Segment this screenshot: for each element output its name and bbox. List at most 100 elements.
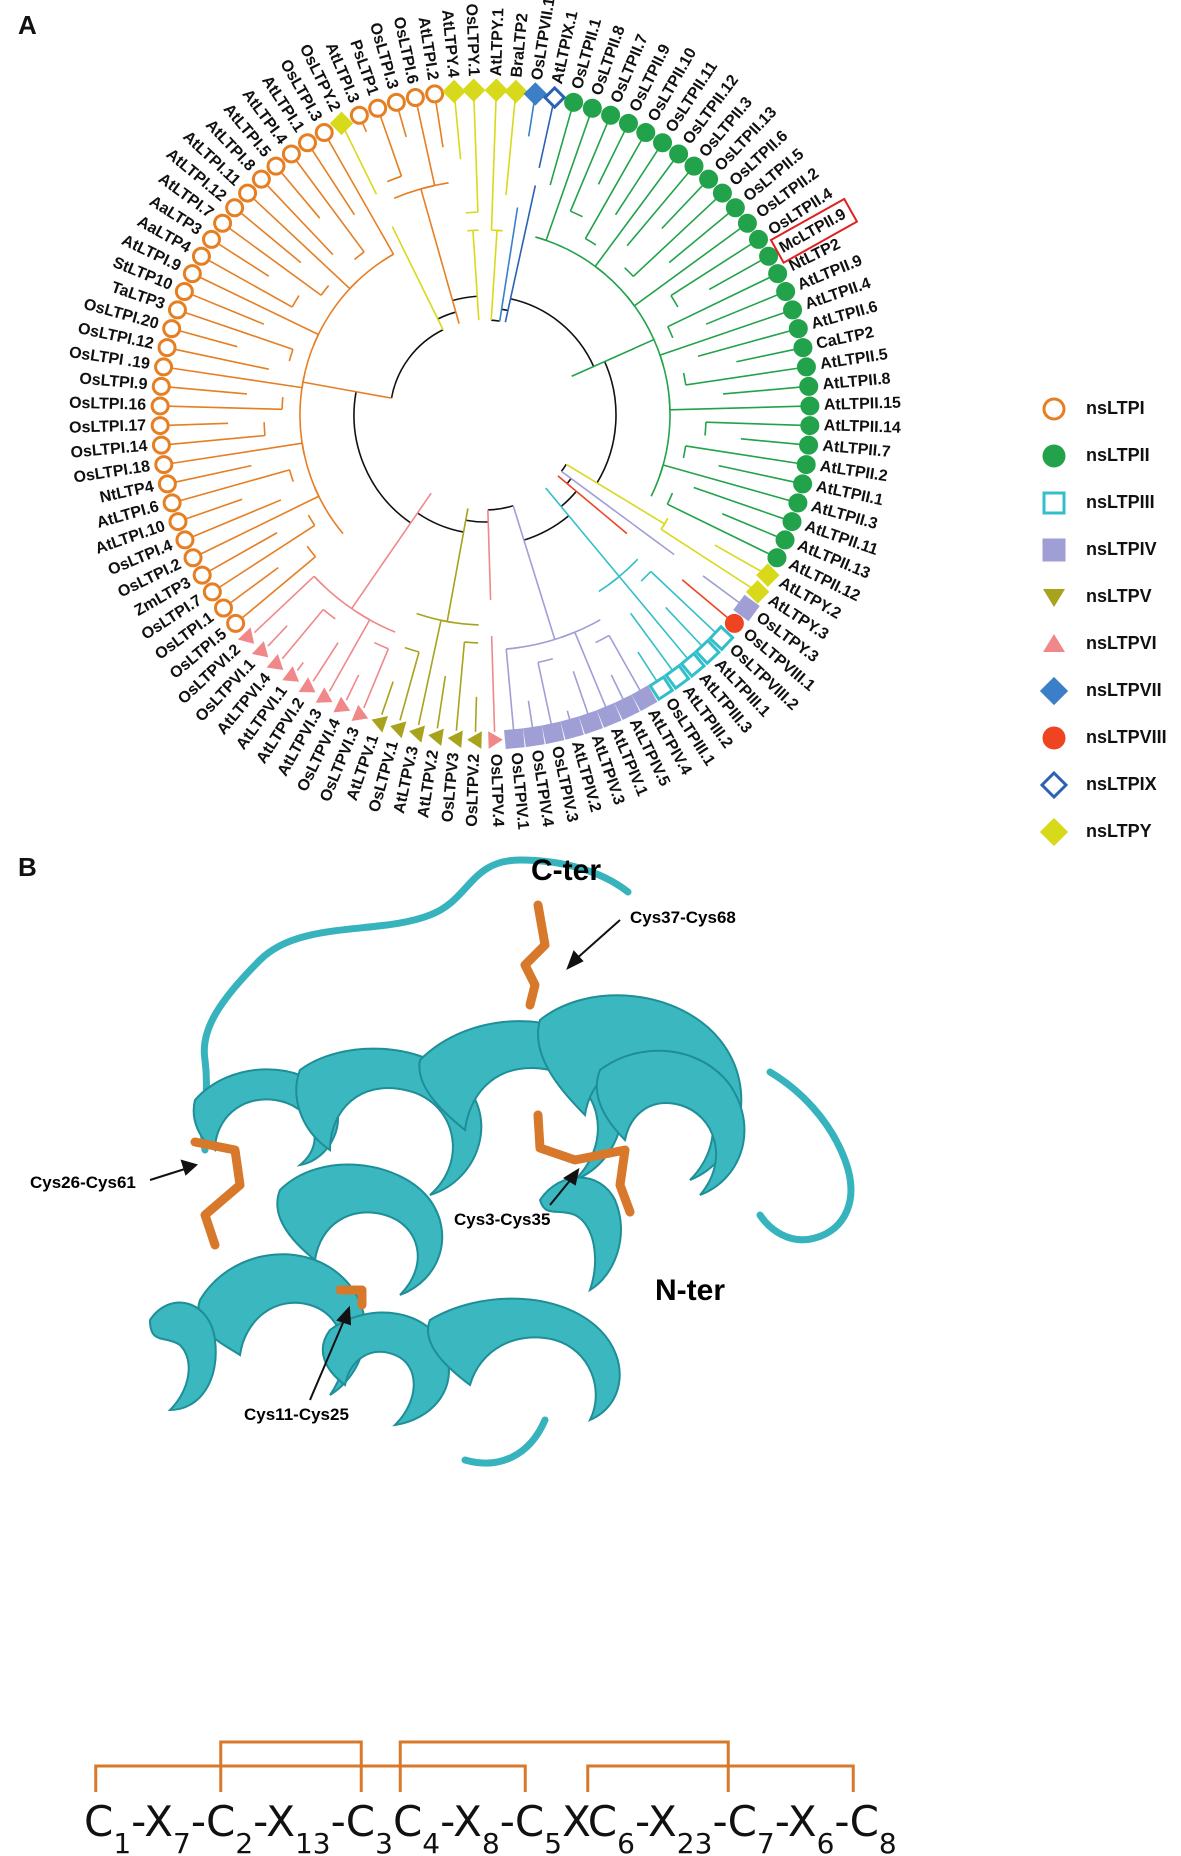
leaf-marker <box>281 144 301 164</box>
leaf-marker <box>202 582 222 602</box>
tree-branch <box>199 276 319 336</box>
tree-branch <box>435 101 444 148</box>
motif-subscript: 1 <box>113 1827 131 1856</box>
tree-branch <box>295 159 365 253</box>
tree-branch <box>418 280 444 331</box>
tree-branch <box>185 498 243 520</box>
tree-branch <box>685 445 799 465</box>
tree-branch <box>175 464 252 483</box>
leaf-marker <box>504 79 528 104</box>
motif-base: -X <box>635 1797 677 1846</box>
motif-base: C <box>393 1797 422 1846</box>
leaf-marker <box>796 455 816 475</box>
tree-branch <box>705 293 779 325</box>
leaf-marker <box>776 282 796 302</box>
tree-branch <box>302 381 338 390</box>
legend-item: nsLTPIV <box>1040 526 1180 573</box>
leaf-marker <box>799 435 819 455</box>
tree-branch <box>718 464 795 483</box>
tree-branch <box>571 353 623 378</box>
tree-branch <box>488 564 492 600</box>
tree-branch <box>614 149 659 216</box>
filled-square-marker <box>1042 538 1066 561</box>
leaf-marker <box>664 663 691 691</box>
tree-branch <box>171 442 303 465</box>
motif-base: -C <box>191 1797 235 1846</box>
tree-branch <box>380 681 394 715</box>
tree-branch <box>493 230 498 266</box>
leaf-marker <box>461 78 486 102</box>
helix-11 <box>538 1176 622 1293</box>
leaf-marker <box>386 92 406 112</box>
filled-circle-icon <box>1042 726 1066 749</box>
bond-label-cys3-cys35: Cys3-Cys35 <box>454 1210 550 1229</box>
tree-branch <box>417 512 464 533</box>
leaf-label: OsLTPI.16 <box>69 395 147 414</box>
leaf-marker <box>800 396 820 416</box>
legend-label: nsLTPI <box>1086 398 1145 418</box>
motif-subscript: 7 <box>757 1827 775 1856</box>
leaf-marker <box>578 710 603 735</box>
bond-label-cys11-cys25: Cys11-Cys25 <box>244 1405 349 1424</box>
tree-branch <box>667 276 771 328</box>
down-triangle-icon <box>1043 588 1065 607</box>
leaf-label: OsLTPV.4 <box>487 754 506 828</box>
motif-base: -X <box>131 1797 173 1846</box>
tree-branch <box>506 619 601 650</box>
motif-subscript: 23 <box>677 1827 713 1856</box>
tree-branch <box>281 397 284 410</box>
leaf-marker <box>484 78 509 102</box>
leaf-marker <box>282 666 300 682</box>
tree-branch <box>714 544 762 572</box>
tree-branch <box>560 470 607 505</box>
panel-a-letter: A <box>18 10 37 40</box>
tree-branch <box>666 492 674 505</box>
motif-base: -C <box>712 1797 756 1846</box>
helix-4 <box>537 994 743 1181</box>
leaf-marker <box>333 696 351 713</box>
tree-branch <box>217 243 270 277</box>
tree-branch <box>280 171 321 219</box>
tree-branch <box>507 207 519 267</box>
tree-branch <box>169 386 247 395</box>
tree-branch <box>624 267 634 277</box>
motif-base: -X <box>775 1797 817 1846</box>
leaf-marker <box>329 111 354 136</box>
tree-branch <box>640 570 652 582</box>
tree-branch <box>240 212 302 264</box>
arrowhead-cys26-cys61 <box>180 1159 199 1176</box>
tree-branch <box>574 631 607 709</box>
leaf-marker <box>653 133 673 153</box>
legend-item: nsLTPIX <box>1040 761 1180 808</box>
legend-label: nsLTPVI <box>1086 633 1157 653</box>
leaf-marker <box>800 416 820 436</box>
tree-branch <box>621 338 655 355</box>
tree-branch <box>545 115 591 241</box>
tree-branch <box>487 509 491 565</box>
leaf-marker <box>542 85 567 110</box>
legend-label: nsLTPVII <box>1086 680 1162 700</box>
tree-branch <box>191 293 265 325</box>
leaf-marker <box>174 282 194 302</box>
leaf-marker <box>694 638 721 666</box>
tree-branch <box>702 575 741 604</box>
leaf-marker <box>488 731 503 749</box>
leaf-marker <box>298 677 316 693</box>
leaf-marker <box>618 113 638 133</box>
leaf-marker <box>669 144 689 164</box>
disulfide-bonds <box>190 900 635 1310</box>
leaf-marker <box>251 641 269 658</box>
tree-branch <box>306 545 317 558</box>
legend-item: nsLTPVIII <box>1040 714 1180 761</box>
up-triangle-marker <box>1043 633 1065 652</box>
leaf-marker <box>648 674 675 702</box>
helices <box>148 994 746 1427</box>
bond-arrows <box>149 919 621 1401</box>
disulfide-cys11-cys25 <box>335 1285 367 1310</box>
leaf-marker <box>788 493 808 513</box>
motif-base: -X <box>440 1797 482 1846</box>
tree-branch <box>281 609 324 660</box>
disulfide-bridge <box>94 1764 527 1792</box>
